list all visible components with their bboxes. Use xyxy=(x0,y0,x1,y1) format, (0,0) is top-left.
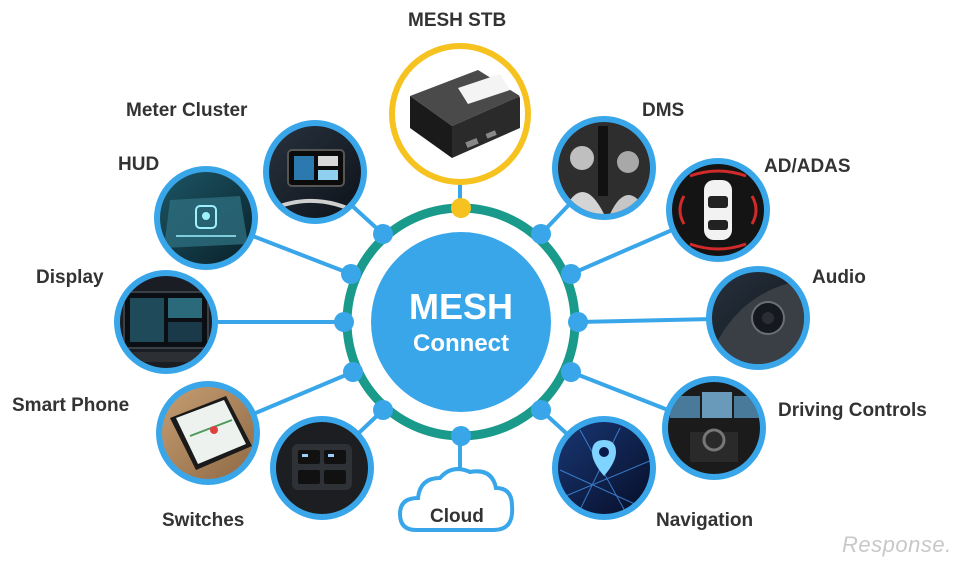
audio-photo xyxy=(712,272,804,364)
label-smart-phone: Smart Phone xyxy=(12,395,130,416)
switches-photo xyxy=(276,422,368,514)
navigation-photo xyxy=(558,422,650,514)
node-smart-phone xyxy=(156,381,260,485)
meter-cluster-photo xyxy=(269,126,361,218)
watermark: Response. xyxy=(842,532,952,557)
smart-phone-photo xyxy=(162,387,254,479)
label-hud: HUD xyxy=(118,154,160,175)
cloud-icon xyxy=(397,467,515,532)
stb-ring-dot xyxy=(451,198,471,218)
label-display: Display xyxy=(36,267,104,288)
label-ad-adas: AD/ADAS xyxy=(764,156,851,177)
node-navigation xyxy=(552,416,656,520)
label-audio: Audio xyxy=(812,267,866,288)
hud-photo xyxy=(160,172,252,264)
label-cloud: Cloud xyxy=(430,506,484,527)
label-mesh-stb: MESH STB xyxy=(408,10,507,31)
node-hud xyxy=(154,166,258,270)
label-driving-controls: Driving Controls xyxy=(778,400,927,421)
node-switches xyxy=(270,416,374,520)
node-driving-controls xyxy=(662,376,766,480)
mesh-stb-node xyxy=(389,43,531,185)
ring-dots xyxy=(334,224,588,446)
hub-title: MESH xyxy=(408,286,513,327)
node-ad-adas xyxy=(666,158,770,262)
label-switches: Switches xyxy=(162,510,245,531)
node-display xyxy=(114,270,218,374)
node-audio xyxy=(706,266,810,370)
label-meter-cluster: Meter Cluster xyxy=(126,100,248,121)
label-dms: DMS xyxy=(642,100,685,121)
label-navigation: Navigation xyxy=(656,510,754,531)
ad-adas-photo xyxy=(672,164,764,256)
hub-subtitle: Connect xyxy=(413,330,509,357)
dms-photo xyxy=(558,122,650,214)
mesh-stb-photo xyxy=(398,52,522,176)
node-dms xyxy=(552,116,656,220)
mesh-hub xyxy=(371,232,551,412)
display-photo xyxy=(120,276,212,368)
driving-controls-photo xyxy=(668,382,760,474)
node-meter-cluster xyxy=(263,120,367,224)
